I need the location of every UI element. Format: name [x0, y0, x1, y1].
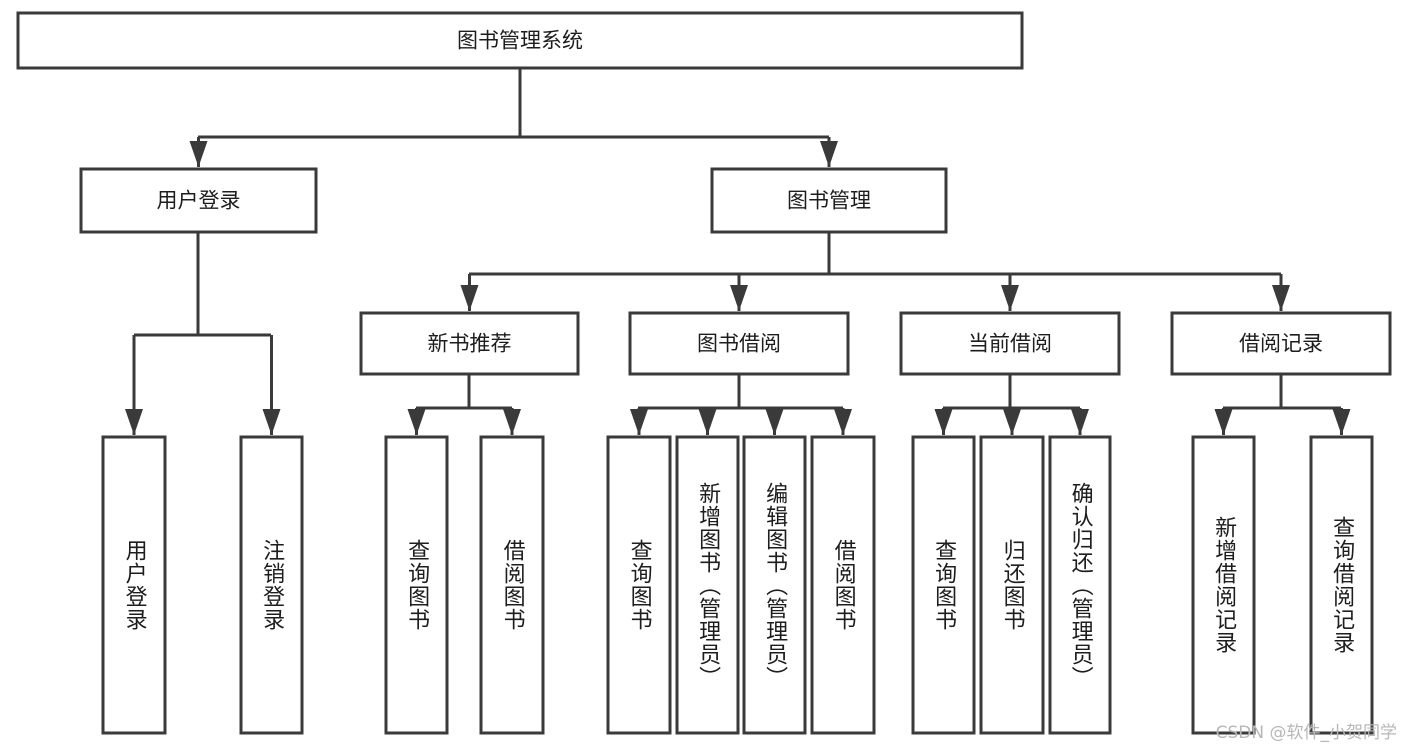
- arrow-head-icon: [407, 409, 426, 435]
- leaf-node-box-6[interactable]: [742, 435, 807, 735]
- arrow-head-icon: [1272, 285, 1290, 311]
- level3-node-label-1: 图书借阅: [697, 332, 781, 356]
- arrow-head-icon: [1001, 285, 1019, 311]
- arrow-head-icon: [262, 409, 281, 435]
- level3-node-box-1[interactable]: [628, 311, 850, 376]
- arrow-head-icon: [934, 409, 953, 435]
- level3-node-box-2[interactable]: [899, 311, 1121, 376]
- leaf-node-box-11[interactable]: [1191, 435, 1256, 735]
- leaf-node-box-9[interactable]: [979, 435, 1045, 735]
- leaf-node-box-0[interactable]: [101, 435, 167, 735]
- arrow-head-icon: [820, 141, 838, 167]
- level3-node-label-0: 新书推荐: [428, 332, 512, 356]
- csdn-watermark: CSDN @软件_小贺同学: [1215, 723, 1397, 743]
- root-node-box[interactable]: [16, 11, 1024, 70]
- leaf-node-box-5[interactable]: [675, 435, 740, 735]
- leaf-node-box-7[interactable]: [810, 435, 876, 735]
- arrow-head-icon: [630, 409, 648, 435]
- level2-node-label-0: 用户登录: [157, 189, 241, 213]
- arrow-head-icon: [189, 141, 208, 167]
- arrow-head-icon: [125, 409, 143, 435]
- arrow-head-icon: [1332, 409, 1351, 435]
- connectors-layer: [125, 68, 1351, 435]
- level3-node-box-3[interactable]: [1170, 311, 1392, 376]
- arrow-head-icon: [1071, 409, 1089, 435]
- level3-node-label-3: 借阅记录: [1239, 332, 1323, 356]
- leaf-node-box-10[interactable]: [1048, 435, 1112, 735]
- root-node-label: 图书管理系统: [457, 29, 583, 53]
- leaf-node-box-3[interactable]: [479, 435, 545, 735]
- level2-node-box-1[interactable]: [710, 167, 948, 234]
- leaf-node-box-4[interactable]: [606, 435, 672, 735]
- level2-node-box-0[interactable]: [79, 167, 318, 234]
- leaf-node-box-2[interactable]: [384, 435, 449, 735]
- arrow-head-icon: [730, 285, 748, 311]
- leaf-node-box-1[interactable]: [239, 435, 304, 735]
- level3-node-box-0[interactable]: [359, 311, 580, 376]
- arrow-head-icon: [765, 409, 784, 435]
- arrow-head-icon: [1214, 409, 1233, 435]
- level2-node-label-1: 图书管理: [787, 189, 871, 213]
- arrow-head-icon: [1003, 409, 1021, 435]
- boxes-layer: [16, 11, 1392, 735]
- arrow-head-icon: [460, 285, 479, 311]
- leaf-node-box-8[interactable]: [911, 435, 976, 735]
- level3-node-label-2: 当前借阅: [968, 332, 1052, 356]
- arrow-head-icon: [834, 409, 852, 435]
- arrow-head-icon: [503, 409, 521, 435]
- leaf-node-box-12[interactable]: [1309, 435, 1374, 735]
- arrow-head-icon: [698, 409, 717, 435]
